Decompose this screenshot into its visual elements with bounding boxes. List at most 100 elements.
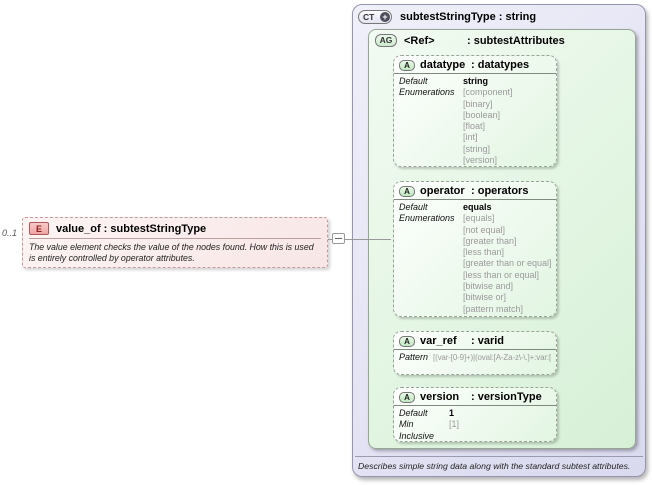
attribute-group-icon: AG — [375, 34, 397, 47]
facet-row: [pattern match] — [399, 304, 551, 315]
facet-value: [bitwise or] — [463, 292, 507, 303]
facet-value: [bitwise and] — [463, 281, 514, 292]
facet-label — [399, 144, 463, 155]
facet-value: [less than] — [463, 247, 505, 258]
facet-value: [binary] — [463, 98, 493, 109]
facet-value: [greater than] — [463, 235, 517, 246]
facet-value: [version] — [463, 155, 498, 166]
facet-value: [float] — [463, 121, 486, 132]
facet-value: [less than or equal] — [463, 269, 540, 280]
facet-table: Pattern [(var-[0-9]+)|(oval:[A-Za-z\-\.]+… — [394, 352, 556, 366]
complex-type-icon: CT + — [358, 10, 392, 24]
facet-row: [binary] — [399, 99, 551, 110]
attribute-name: operator — [420, 185, 465, 197]
facet-row: Pattern [(var-[0-9]+)|(oval:[A-Za-z\-\.]+… — [399, 352, 551, 363]
facet-label — [399, 270, 463, 281]
facet-label: Enumerations — [399, 213, 455, 224]
facet-row: [less than or equal] — [399, 270, 551, 281]
facet-row: [int] — [399, 132, 551, 143]
facet-value: [not equal] — [463, 224, 506, 235]
collapse-toggle[interactable] — [332, 233, 345, 244]
facet-table: Default string Enumerations[component] [b… — [394, 76, 556, 166]
attribute-icon: A — [399, 59, 415, 71]
facet-row: [greater than] — [399, 236, 551, 247]
separator — [29, 238, 321, 239]
facet-row: [string] — [399, 144, 551, 155]
attribute-icon: A — [399, 391, 415, 403]
complex-type-annotation: Describes simple string data along with … — [358, 461, 631, 471]
separator — [394, 349, 556, 350]
element-box-value_of[interactable]: E value_of : subtestStringType The value… — [22, 217, 328, 268]
separator — [394, 199, 556, 200]
attribute-icon: A — [399, 335, 415, 347]
attribute-type: : varid — [471, 335, 505, 347]
attribute-type: : datatypes — [471, 59, 530, 71]
attribute-group-header: AG <Ref> : subtestAttributes — [369, 30, 635, 51]
facet-label — [399, 247, 463, 258]
attribute-header: A datatype : datatypes — [394, 56, 556, 72]
facet-value: [(var-[0-9]+)|(oval:[A-Za-z\-\.]+:var:[1… — [433, 353, 551, 362]
facet-value: [component] — [463, 87, 513, 98]
facet-row: [greater than or equal] — [399, 258, 551, 269]
facet-value: [string] — [463, 143, 491, 154]
attribute-header: A operator : operators — [394, 182, 556, 198]
facet-value: [int] — [463, 132, 478, 143]
attribute-group-title: : subtestAttributes — [467, 34, 565, 47]
element-annotation-line: The value element checks the value of th… — [29, 242, 314, 252]
minus-icon — [335, 238, 342, 239]
facet-label — [399, 225, 463, 236]
element-icon: E — [29, 222, 49, 235]
attribute-type: : operators — [471, 185, 529, 197]
attribute-box-datatype[interactable]: A datatype : datatypes Default string Enu… — [393, 55, 557, 167]
facet-row: [less than] — [399, 247, 551, 258]
facet-label: Default — [399, 76, 428, 86]
facet-row: [version] — [399, 155, 551, 166]
facet-value: [boolean] — [463, 109, 501, 120]
attribute-icon: A — [399, 185, 415, 197]
attribute-header: A version : versionType — [394, 388, 556, 404]
facet-label — [399, 292, 463, 303]
complex-type-title: subtestStringType : string — [400, 11, 537, 23]
facet-value: string — [463, 76, 489, 86]
attribute-type: : versionType — [471, 391, 542, 403]
attribute-name: version — [420, 391, 460, 403]
element-annotation-line: is entirely controlled by operator attri… — [29, 252, 195, 263]
facet-row: Enumerations[component] — [399, 87, 551, 98]
facet-label — [399, 281, 463, 292]
facet-value: [greater than or equal] — [463, 258, 551, 269]
separator — [355, 456, 643, 457]
attribute-group-ref: <Ref> — [404, 34, 435, 47]
facet-value: [equals] — [463, 213, 495, 224]
facet-label: Min Inclusive — [399, 419, 435, 441]
attribute-name: var_ref — [420, 335, 457, 347]
facet-row: [bitwise and] — [399, 281, 551, 292]
element-title: value_of : subtestStringType — [56, 222, 207, 235]
facet-label: Pattern — [399, 352, 429, 362]
attribute-name: datatype — [420, 59, 466, 71]
multiplicity-label: 0..1 — [2, 228, 18, 238]
element-header: E value_of : subtestStringType — [23, 218, 327, 237]
connector-line — [328, 239, 391, 240]
facet-label — [399, 236, 463, 247]
facet-row: Min Inclusive [1] — [399, 419, 551, 441]
facet-label — [399, 304, 463, 315]
expand-plus-icon[interactable]: + — [380, 12, 390, 22]
facet-label — [399, 258, 463, 269]
element-annotation: The value element checks the value of th… — [23, 239, 327, 263]
facet-value: [1] — [449, 419, 460, 430]
complex-type-icon-label: CT — [363, 12, 375, 22]
complex-type-header: CT + subtestStringType : string — [353, 5, 645, 24]
facet-row: [boolean] — [399, 110, 551, 121]
facet-row: Enumerations [equals] — [399, 213, 551, 224]
facet-value: equals — [463, 202, 492, 212]
attribute-box-var_ref[interactable]: A var_ref : varid Pattern [(var-[0-9]+)|(… — [393, 331, 557, 375]
facet-label — [399, 99, 463, 110]
facet-row: [float] — [399, 121, 551, 132]
separator — [394, 73, 556, 74]
